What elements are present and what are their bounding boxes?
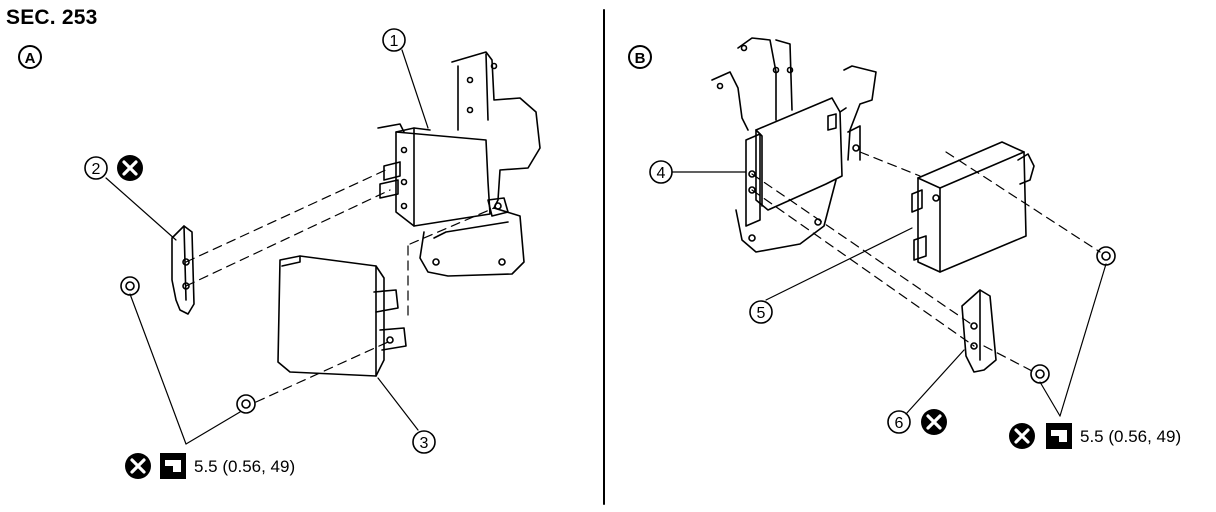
x-circle-icon xyxy=(1009,423,1035,449)
callout-2: 2 xyxy=(84,156,108,180)
module-3 xyxy=(277,255,407,377)
torque-wrench-icon xyxy=(160,453,186,479)
torque-wrench-icon xyxy=(1046,423,1072,449)
clip-6 xyxy=(961,289,997,373)
callout-6: 6 xyxy=(887,410,911,434)
svg-text:B: B xyxy=(635,50,646,67)
nut-a-bottom xyxy=(236,394,256,414)
svg-text:5: 5 xyxy=(757,305,766,322)
x-circle-icon xyxy=(125,453,151,479)
module-1 xyxy=(377,123,491,227)
nut-b-right xyxy=(1096,246,1116,266)
x-circle-icon xyxy=(117,155,143,181)
section-title: SEC. 253 xyxy=(6,6,98,29)
callout-1: 1 xyxy=(382,28,406,52)
leaders-b xyxy=(671,171,1107,417)
svg-text:4: 4 xyxy=(657,165,666,182)
svg-text:3: 3 xyxy=(420,435,429,452)
assembly-lines-b xyxy=(751,151,1101,373)
nut-a-left xyxy=(120,276,140,296)
view-b-label: B xyxy=(628,45,652,69)
module-4 xyxy=(745,65,877,227)
callout-4: 4 xyxy=(649,160,673,184)
torque-spec-right: 5.5 (0.56, 49) xyxy=(1080,427,1182,446)
callout-3: 3 xyxy=(412,430,436,454)
torque-spec-left: 5.5 (0.56, 49) xyxy=(194,457,296,476)
module-5 xyxy=(911,141,1035,273)
x-circle-icon xyxy=(921,409,947,435)
leaders-a xyxy=(105,49,429,445)
svg-text:A: A xyxy=(25,50,36,67)
vehicle-bracket-a xyxy=(419,51,541,277)
svg-text:6: 6 xyxy=(895,415,904,432)
svg-text:1: 1 xyxy=(390,33,399,50)
nut-b-bottom xyxy=(1030,364,1050,384)
assembly-lines-a xyxy=(185,167,495,403)
callout-5: 5 xyxy=(749,300,773,324)
vehicle-bracket-b xyxy=(711,37,837,253)
svg-text:2: 2 xyxy=(92,161,101,178)
clip-2 xyxy=(171,225,195,315)
stud-a xyxy=(487,197,509,217)
view-a-label: A xyxy=(18,45,42,69)
